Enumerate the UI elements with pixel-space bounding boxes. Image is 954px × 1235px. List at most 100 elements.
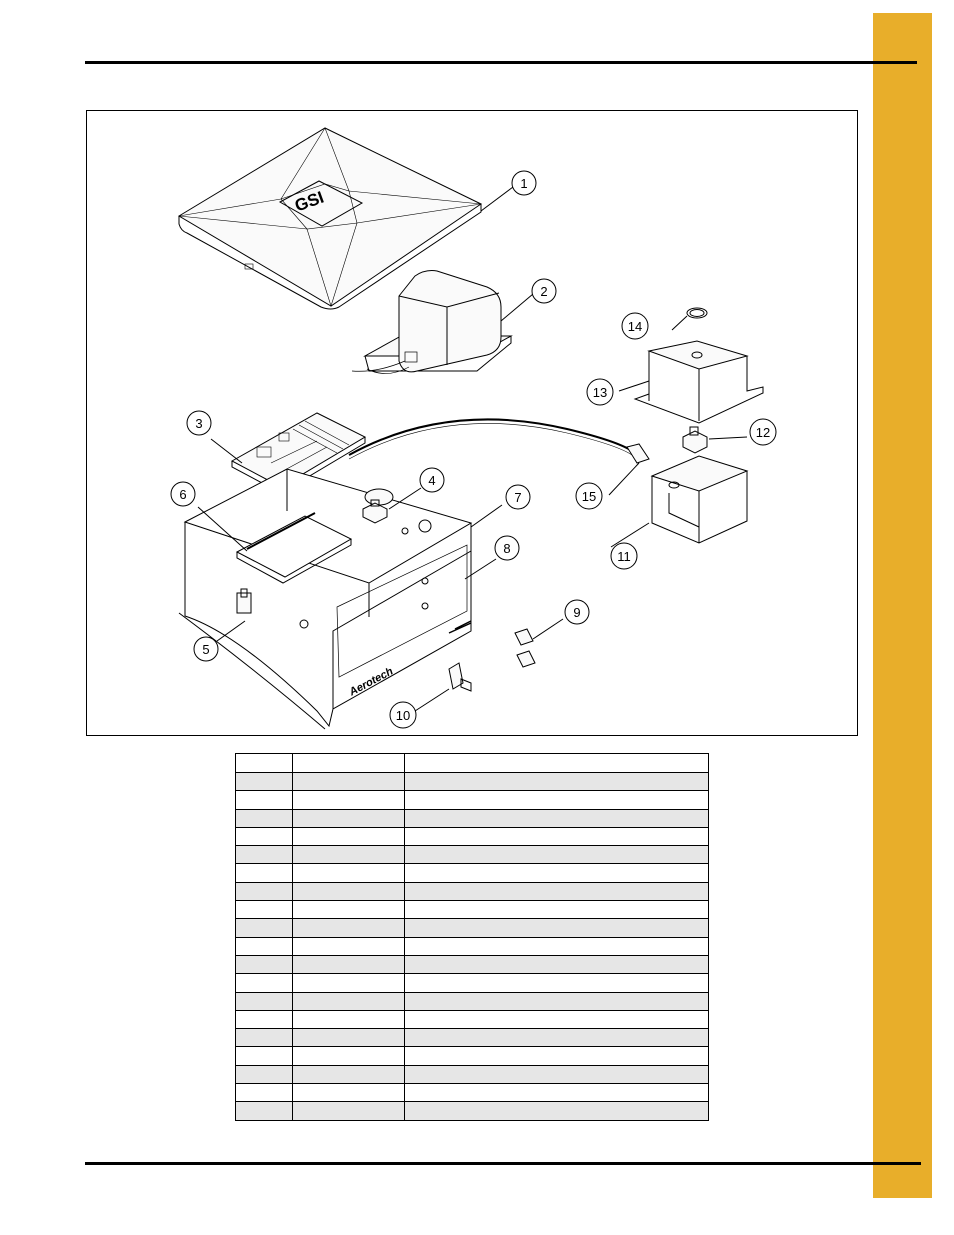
- table-cell: [292, 1009, 405, 1030]
- table-cell: [235, 881, 293, 902]
- callout-12: 12: [749, 418, 777, 446]
- svg-text:15: 15: [582, 489, 596, 504]
- fitting-drawing: [682, 426, 708, 454]
- callout-7: 7: [505, 484, 531, 510]
- table-cell: [404, 845, 709, 865]
- callout-14: 14: [621, 312, 649, 340]
- callout-8: 8: [494, 535, 520, 561]
- table-cell: [235, 1046, 293, 1066]
- svg-text:7: 7: [514, 490, 521, 505]
- table-cell: [235, 973, 293, 993]
- table-row: [235, 918, 709, 938]
- table-cell: [235, 845, 293, 865]
- svg-text:14: 14: [628, 319, 642, 334]
- table-row: [235, 771, 709, 792]
- table-cell: [404, 1083, 709, 1103]
- header-rule: [85, 61, 917, 64]
- callout-5: 5: [193, 636, 219, 662]
- svg-text:13: 13: [593, 385, 607, 400]
- table-cell: [292, 1064, 405, 1085]
- table-cell: [292, 1101, 405, 1121]
- table-row: [235, 808, 709, 828]
- table-row: [235, 881, 709, 902]
- table-cell: [235, 1064, 293, 1085]
- cover-drawing: [650, 455, 749, 544]
- table-cell: [404, 1046, 709, 1066]
- toggle-switch-drawing: [448, 662, 472, 692]
- transformer-drawing: [351, 270, 513, 374]
- lid-drawing: [178, 127, 482, 310]
- table-cell: [404, 771, 709, 792]
- svg-text:2: 2: [540, 284, 547, 299]
- callout-6: 6: [170, 481, 196, 507]
- table-row: [235, 845, 709, 865]
- table-cell: [235, 991, 293, 1011]
- svg-text:11: 11: [617, 549, 631, 564]
- svg-text:4: 4: [428, 473, 435, 488]
- table-cell: [292, 900, 405, 920]
- table-cell: [404, 753, 709, 773]
- table-row: [235, 1083, 709, 1103]
- table-row: [235, 973, 709, 993]
- table-cell: [404, 790, 709, 810]
- table-cell: [292, 845, 405, 865]
- table-cell: [404, 900, 709, 920]
- table-row: [235, 1101, 709, 1121]
- callout-15: 15: [575, 482, 603, 510]
- bracket-drawing: [633, 307, 764, 424]
- table-cell: [404, 1028, 709, 1048]
- exploded-parts-diagram: GSI: [86, 110, 858, 736]
- table-cell: [235, 771, 293, 792]
- callout-2: 2: [531, 278, 557, 304]
- table-row: [235, 954, 709, 975]
- svg-text:8: 8: [503, 541, 510, 556]
- table-cell: [404, 1064, 709, 1085]
- table-row: [235, 1028, 709, 1048]
- table-cell: [404, 826, 709, 847]
- callout-9: 9: [564, 599, 590, 625]
- table-cell: [292, 790, 405, 810]
- svg-text:12: 12: [756, 425, 770, 440]
- table-cell: [404, 954, 709, 975]
- table-cell: [235, 826, 293, 847]
- table-cell: [235, 954, 293, 975]
- table-cell: [292, 771, 405, 792]
- table-cell: [404, 973, 709, 993]
- table-cell: [292, 863, 405, 883]
- table-cell: [292, 826, 405, 847]
- table-cell: [235, 790, 293, 810]
- panel-brand-text: Aerotech: [347, 665, 396, 699]
- svg-text:3: 3: [195, 416, 202, 431]
- table-cell: [292, 991, 405, 1011]
- table-row: [235, 936, 709, 956]
- table-cell: [292, 881, 405, 902]
- table-row: [235, 991, 709, 1011]
- table-cell: [404, 918, 709, 938]
- side-switch-drawing: [236, 588, 252, 614]
- table-cell: [292, 1028, 405, 1048]
- table-cell: [235, 753, 293, 773]
- table-cell: [404, 808, 709, 828]
- footer-rule: [85, 1162, 921, 1165]
- table-cell: [292, 936, 405, 956]
- svg-text:5: 5: [202, 642, 209, 657]
- table-cell: [404, 1009, 709, 1030]
- parts-table: [235, 753, 709, 1121]
- pressure-switch-drawing: [362, 499, 388, 524]
- table-cell: [292, 954, 405, 975]
- table-cell: [404, 863, 709, 883]
- table-cell: [235, 900, 293, 920]
- svg-text:6: 6: [179, 487, 186, 502]
- callout-1: 1: [511, 170, 537, 196]
- diagram-svg: GSI: [170, 127, 777, 730]
- table-cell: [404, 881, 709, 902]
- table-cell: [235, 863, 293, 883]
- table-cell: [235, 936, 293, 956]
- table-cell: [292, 918, 405, 938]
- table-cell: [404, 936, 709, 956]
- table-cell: [235, 918, 293, 938]
- table-cell: [235, 1028, 293, 1048]
- tube-drawing: [348, 418, 650, 464]
- svg-text:10: 10: [396, 708, 410, 723]
- callout-3: 3: [186, 410, 212, 436]
